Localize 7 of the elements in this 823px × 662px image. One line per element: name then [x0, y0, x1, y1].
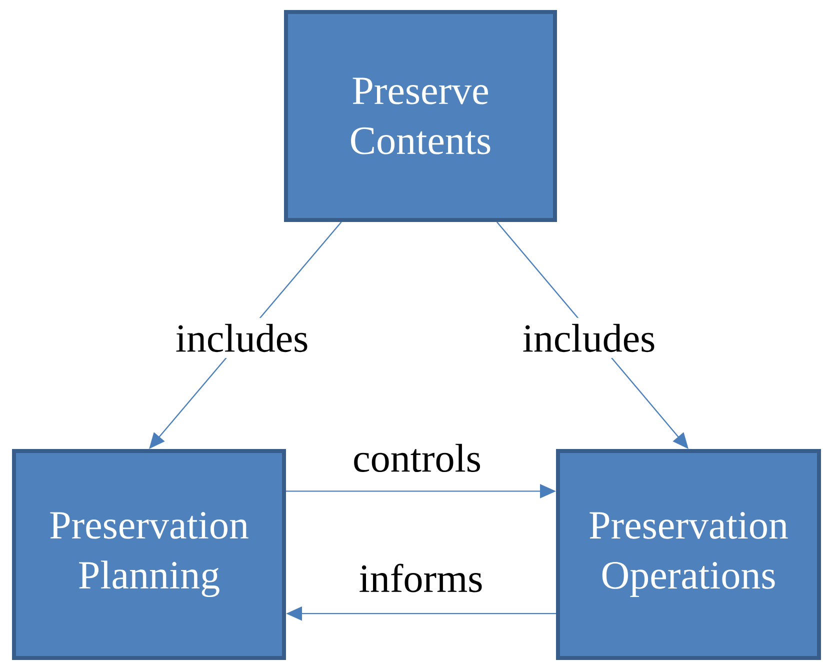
edge-label: controls	[354, 444, 480, 472]
process-box: Preservation Operations	[556, 449, 821, 660]
edge-label: informs	[360, 564, 482, 592]
edge-label: includes	[169, 318, 315, 358]
process-box: Preservation Planning	[12, 449, 286, 660]
process-box: Preserve Contents	[284, 10, 557, 222]
edge-label: includes	[516, 318, 662, 358]
